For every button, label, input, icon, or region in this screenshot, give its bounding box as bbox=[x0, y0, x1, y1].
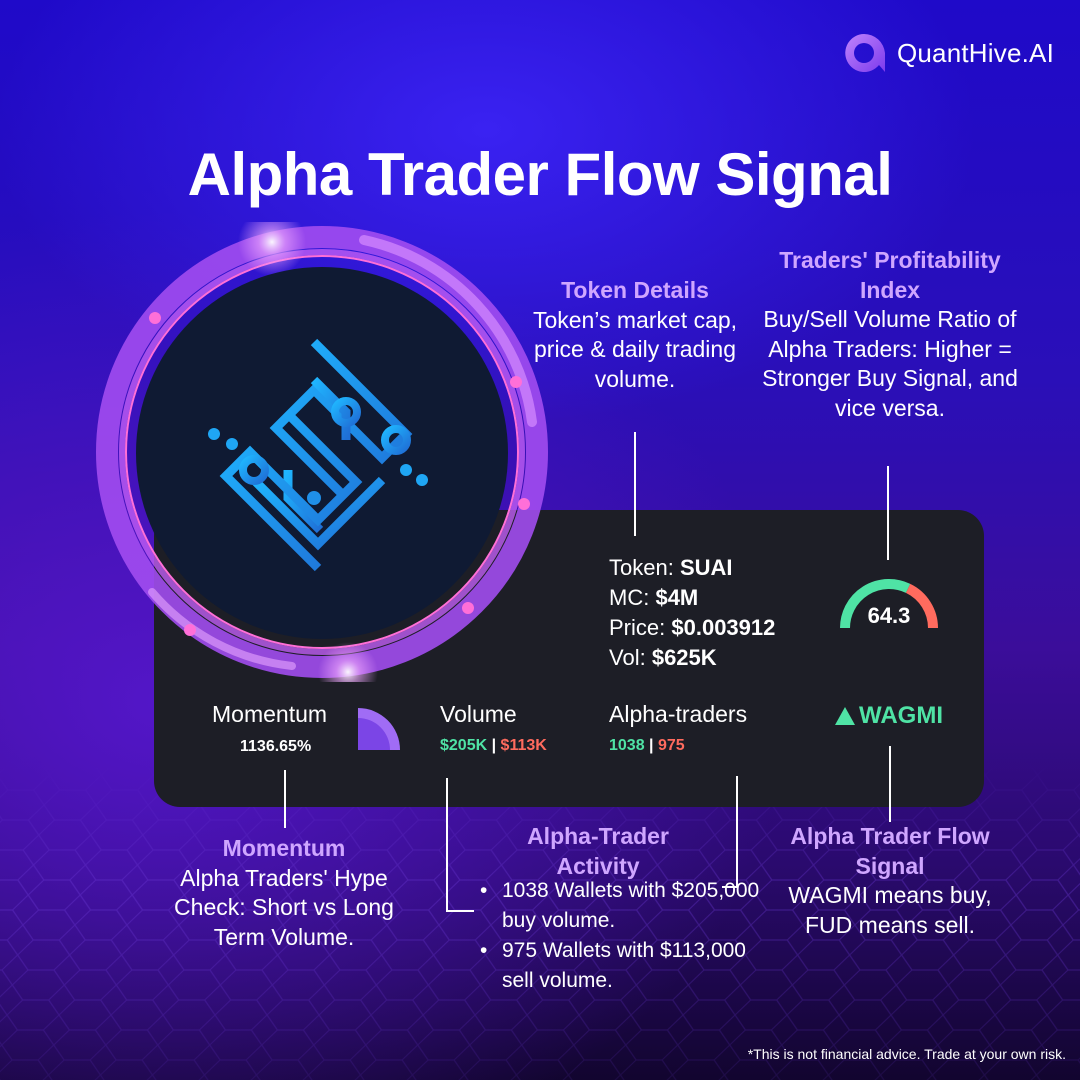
brand-logo[interactable]: QuantHive.AI bbox=[841, 30, 1054, 76]
token-symbol: SUAI bbox=[679, 555, 733, 580]
market-cap-value: $4M bbox=[655, 585, 699, 610]
flow-signal-badge: WAGMI bbox=[835, 702, 943, 730]
token-row: Token: SUAI bbox=[609, 555, 733, 580]
traders-buy: 1038 bbox=[609, 737, 645, 754]
brand-name: QuantHive.AI bbox=[896, 37, 1054, 68]
volume-metric-values: $205K | $113K bbox=[440, 737, 547, 754]
volume-connector bbox=[446, 778, 448, 912]
momentum-metric-value: 1136.65% bbox=[240, 738, 312, 755]
momentum-connector bbox=[284, 770, 286, 828]
momentum-label: Momentum Alpha Traders' Hype Check: Shor… bbox=[158, 834, 410, 952]
q-logo-icon bbox=[845, 33, 885, 72]
profitability-gauge bbox=[840, 579, 938, 629]
token-details-label: Token Details Token’s market cap, price … bbox=[530, 276, 740, 394]
activity-bullet-buy: 1038 Wallets with $205,000 buy volume. bbox=[480, 876, 780, 936]
activity-label: Alpha-Trader Activity bbox=[497, 822, 699, 881]
traders-connector bbox=[736, 776, 738, 888]
price-row: Price: $0.003912 bbox=[609, 615, 776, 640]
momentum-metric-title: Momentum bbox=[212, 701, 328, 727]
flow-signal-connector bbox=[889, 746, 891, 822]
token-details-body: Token’s market cap, price & daily tradin… bbox=[532, 306, 738, 392]
activity-label-title: Alpha-Trader Activity bbox=[527, 823, 669, 879]
mc-row: MC: $4M bbox=[609, 585, 699, 610]
gauge-red-arc bbox=[905, 583, 938, 629]
volume-buy: $205K bbox=[440, 737, 488, 754]
profitability-index-value: 64.3 bbox=[867, 603, 911, 628]
momentum-quadrant-icon bbox=[358, 708, 400, 750]
flow-signal-label-body: WAGMI means buy, FUD means sell. bbox=[788, 882, 992, 938]
price-value: $0.003912 bbox=[671, 615, 776, 640]
profitability-title: Traders' Profitability Index bbox=[779, 247, 1001, 303]
traders-metric-title: Alpha-traders bbox=[609, 701, 748, 727]
flow-signal-text: WAGMI bbox=[859, 702, 943, 729]
momentum-label-body: Alpha Traders' Hype Check: Short vs Long… bbox=[174, 864, 394, 950]
token-details-title: Token Details bbox=[561, 277, 709, 303]
traders-sell: 975 bbox=[657, 737, 685, 754]
gauge-green-arc bbox=[840, 579, 911, 629]
disclaimer: *This is not financial advice. Trade at … bbox=[747, 1046, 1066, 1062]
profitability-connector bbox=[887, 466, 889, 560]
flow-signal-label: Alpha Trader Flow Signal WAGMI means buy… bbox=[770, 822, 1010, 940]
token-details-connector bbox=[634, 432, 636, 536]
profitability-body: Buy/Sell Volume Ratio of Alpha Traders: … bbox=[762, 306, 1018, 421]
activity-bullets: 1038 Wallets with $205,000 buy volume. 9… bbox=[480, 876, 780, 996]
suai-token-logo-icon bbox=[208, 338, 428, 572]
flow-signal-label-title: Alpha Trader Flow Signal bbox=[790, 823, 990, 879]
volume-value: $625K bbox=[651, 645, 717, 670]
traders-metric-values: 1038 | 975 bbox=[609, 737, 685, 754]
page-title: Alpha Trader Flow Signal bbox=[187, 141, 893, 208]
vol-row: Vol: $625K bbox=[609, 645, 717, 670]
volume-metric-title: Volume bbox=[440, 701, 517, 727]
volume-sell: $113K bbox=[500, 737, 547, 754]
profitability-label: Traders' Profitability Index Buy/Sell Vo… bbox=[755, 246, 1025, 423]
activity-bullet-sell: 975 Wallets with $113,000 sell volume. bbox=[480, 936, 780, 996]
token-ring bbox=[96, 222, 548, 682]
token-details: Token: SUAI MC: $4M Price: $0.003912 Vol… bbox=[609, 553, 775, 673]
volume-connector-hook bbox=[446, 910, 474, 912]
momentum-label-title: Momentum bbox=[222, 835, 346, 861]
triangle-up-icon bbox=[835, 707, 855, 725]
